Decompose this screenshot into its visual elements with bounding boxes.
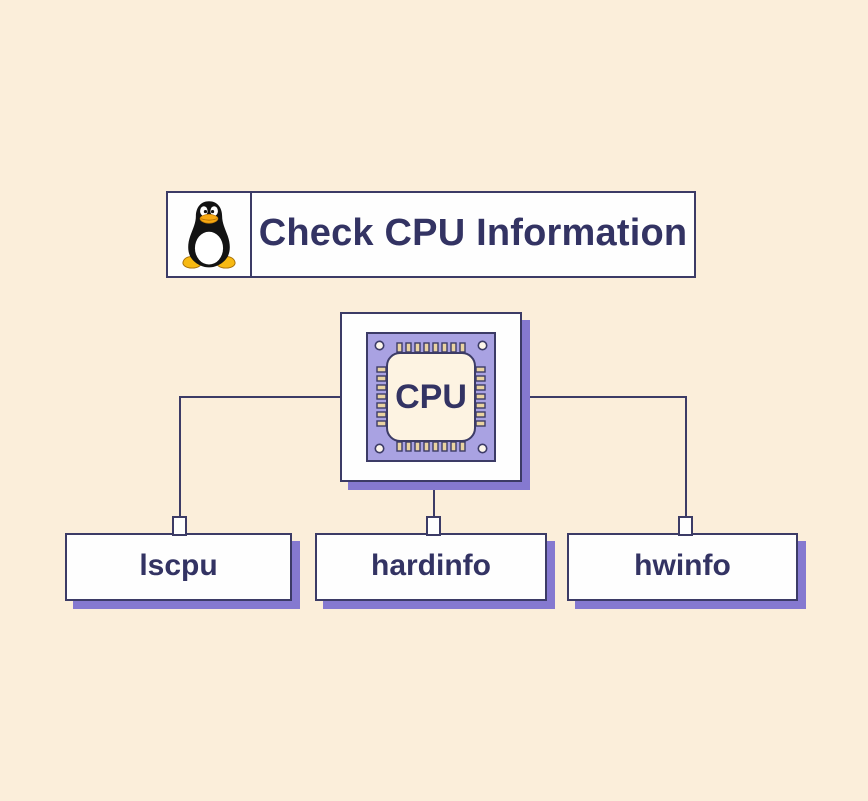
header-box: Check CPU Information (166, 191, 696, 278)
page-title: Check CPU Information (258, 212, 688, 254)
cpu-chip-icon: CPU (366, 332, 496, 462)
cpu-chip-face: CPU (386, 352, 476, 442)
connector-right-horizontal-line (522, 396, 687, 398)
cpu-chip-label: CPU (395, 377, 467, 416)
connector-right-vertical-line (685, 396, 687, 518)
connector-stub-hardinfo (426, 516, 441, 536)
linux-logo-cell (168, 193, 252, 276)
cpu-node-box: CPU (340, 312, 522, 482)
connector-stub-lscpu (172, 516, 187, 536)
connector-left-horizontal-line (179, 396, 340, 398)
tool-box-lscpu: lscpu (65, 533, 292, 601)
tool-label-hardinfo: hardinfo (371, 549, 491, 582)
connector-middle-vertical-line (433, 481, 435, 518)
linux-tux-icon (182, 200, 236, 269)
tool-label-lscpu: lscpu (139, 549, 218, 582)
tool-label-hwinfo: hwinfo (634, 549, 731, 582)
cpu-chip-pins (374, 340, 488, 454)
tool-box-hardinfo: hardinfo (315, 533, 547, 601)
tool-box-hwinfo: hwinfo (567, 533, 798, 601)
connector-left-vertical-line (179, 396, 181, 518)
connector-stub-hwinfo (678, 516, 693, 536)
